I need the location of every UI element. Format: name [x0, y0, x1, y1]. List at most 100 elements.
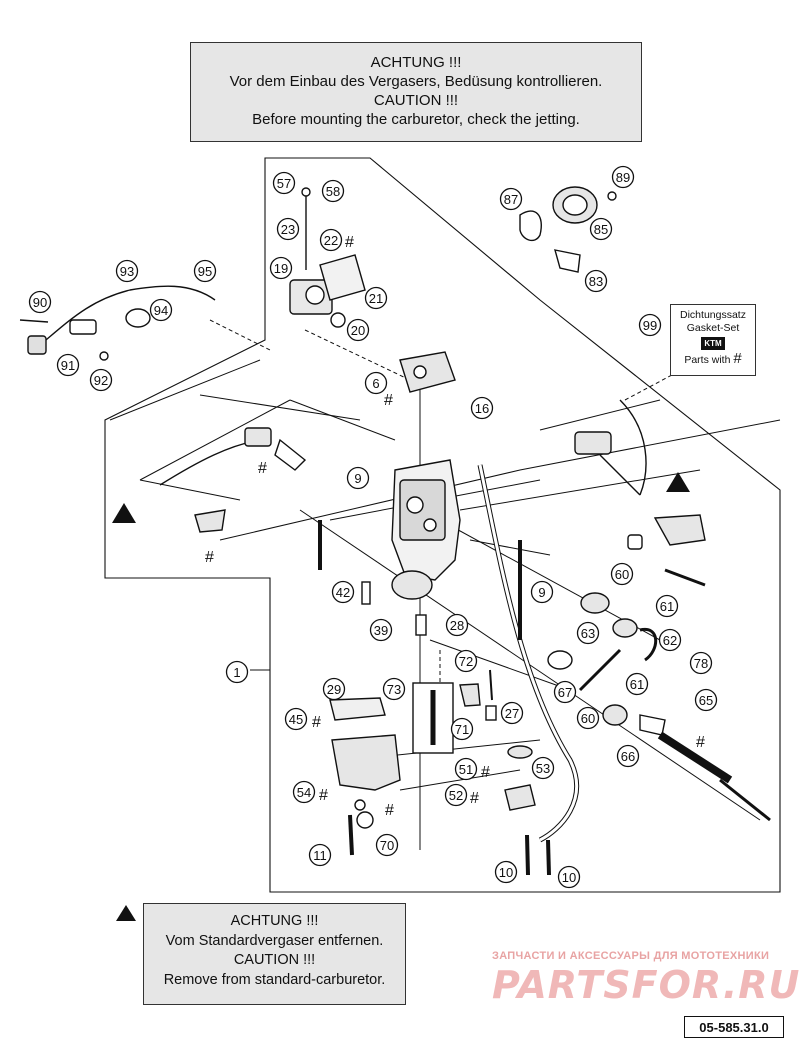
- callout-circle: [689, 651, 713, 675]
- callout-circle: [553, 680, 577, 704]
- callout-circle: [638, 313, 662, 337]
- callout-circle: [149, 298, 173, 322]
- hash-marks: # # # # # # # # # #: [205, 234, 705, 819]
- callout-circle: [584, 269, 608, 293]
- caution-note-top: ACHTUNG !!! Vor dem Einbau des Vergasers…: [190, 42, 642, 142]
- callout-circle: [576, 621, 600, 645]
- callout-number: 71: [455, 722, 469, 737]
- callout-circle: [292, 780, 316, 804]
- svg-text:#: #: [696, 734, 705, 751]
- callout-number: 65: [699, 693, 713, 708]
- callout-circle: [470, 396, 494, 420]
- callout-number: 72: [459, 654, 473, 669]
- callout-circle: [272, 171, 296, 195]
- callout-circle: [450, 717, 474, 741]
- callout-circle: [28, 290, 52, 314]
- caution-heading-de: ACHTUNG !!!: [370, 54, 462, 71]
- gasket-set-box: Dichtungssatz Gasket-Set KTM Parts with …: [670, 304, 756, 376]
- callout-number: 87: [504, 192, 518, 207]
- callout-circle: [445, 613, 469, 637]
- callout-circle: [658, 628, 682, 652]
- callout-number: 11: [313, 848, 327, 863]
- warning-triangles: [112, 472, 690, 921]
- parts-with-label: Parts with: [684, 354, 731, 366]
- callout-number: 53: [536, 761, 550, 776]
- gasket-label-en: Gasket-Set: [686, 322, 740, 334]
- callout-circle: [364, 286, 388, 310]
- callout-number: 6: [372, 376, 379, 391]
- callout-number: 85: [594, 222, 608, 237]
- callout-number: 9: [538, 585, 545, 600]
- callout-number: 78: [694, 656, 708, 671]
- callout-number: 63: [581, 626, 595, 641]
- callout-circle: [611, 165, 635, 189]
- callout-circle: [530, 580, 554, 604]
- callout-circle: [454, 649, 478, 673]
- svg-text:#: #: [345, 234, 354, 251]
- callout-number: 10: [499, 865, 513, 880]
- callout-circle: [193, 259, 217, 283]
- callout-circle: [331, 580, 355, 604]
- callout-circle: [375, 833, 399, 857]
- callout-number: 45: [289, 712, 303, 727]
- callout-number: 94: [154, 303, 168, 318]
- callout-circle: [454, 757, 478, 781]
- callout-number: 62: [663, 633, 677, 648]
- callout-number: 91: [61, 358, 75, 373]
- callout-circle: [322, 677, 346, 701]
- callout-number: 20: [351, 323, 365, 338]
- callout-circle: [56, 353, 80, 377]
- guide-lines: [109, 359, 781, 850]
- callout-circle: [115, 259, 139, 283]
- callout-number: 1: [233, 665, 240, 680]
- callout-number: 22: [324, 233, 338, 248]
- svg-text:#: #: [470, 790, 479, 807]
- callout-circle: [382, 677, 406, 701]
- callout-number: 99: [643, 318, 657, 333]
- svg-text:#: #: [319, 787, 328, 804]
- svg-text:#: #: [384, 392, 393, 409]
- caution-text-de: Vom Standardvergaser entfernen.: [165, 932, 384, 949]
- warning-triangle-icon: [666, 472, 690, 492]
- callout-circle: [346, 466, 370, 490]
- callout-number: 60: [581, 711, 595, 726]
- caution-heading-de: ACHTUNG !!!: [230, 913, 319, 929]
- caution-text-de: Vor dem Einbau des Vergasers, Bedüsung k…: [229, 73, 603, 90]
- callout-number: 61: [630, 677, 644, 692]
- callout-number: 52: [449, 788, 463, 803]
- warning-triangle-icon: [116, 905, 136, 921]
- caution-note-bottom: ACHTUNG !!! Vom Standardvergaser entfern…: [143, 903, 406, 1005]
- callout-circle: [531, 756, 555, 780]
- callout-number: 92: [94, 373, 108, 388]
- callout-circle: [576, 706, 600, 730]
- callout-circle: [500, 701, 524, 725]
- callout-circle: [655, 594, 679, 618]
- callout-number: 51: [459, 762, 473, 777]
- callout-circle: [364, 371, 388, 395]
- callout-circle: [694, 688, 718, 712]
- callout-number: 67: [558, 685, 572, 700]
- callout-number: 19: [274, 261, 288, 276]
- callout-circle: [89, 368, 113, 392]
- callout-number: 57: [277, 176, 291, 191]
- ktm-logo: KTM: [701, 337, 725, 350]
- callout-number: 27: [505, 706, 519, 721]
- callout-number: 83: [589, 274, 603, 289]
- callout-circle: [625, 672, 649, 696]
- callout-circle: [225, 660, 249, 684]
- callout-number: 89: [616, 170, 630, 185]
- callout-number: 10: [562, 870, 576, 885]
- callout-circle: [321, 179, 345, 203]
- gasket-label-de: Dichtungssatz: [680, 309, 746, 321]
- callout-circle: [499, 187, 523, 211]
- svg-text:#: #: [385, 802, 394, 819]
- part-shapes: [19, 186, 771, 876]
- callout-number: 73: [387, 682, 401, 697]
- callout-number: 42: [336, 585, 350, 600]
- callout-circle: [276, 217, 300, 241]
- callout-number: 54: [297, 785, 311, 800]
- watermark-brand: PARTSFOR.RU: [492, 963, 800, 1007]
- callout-number: 39: [374, 623, 388, 638]
